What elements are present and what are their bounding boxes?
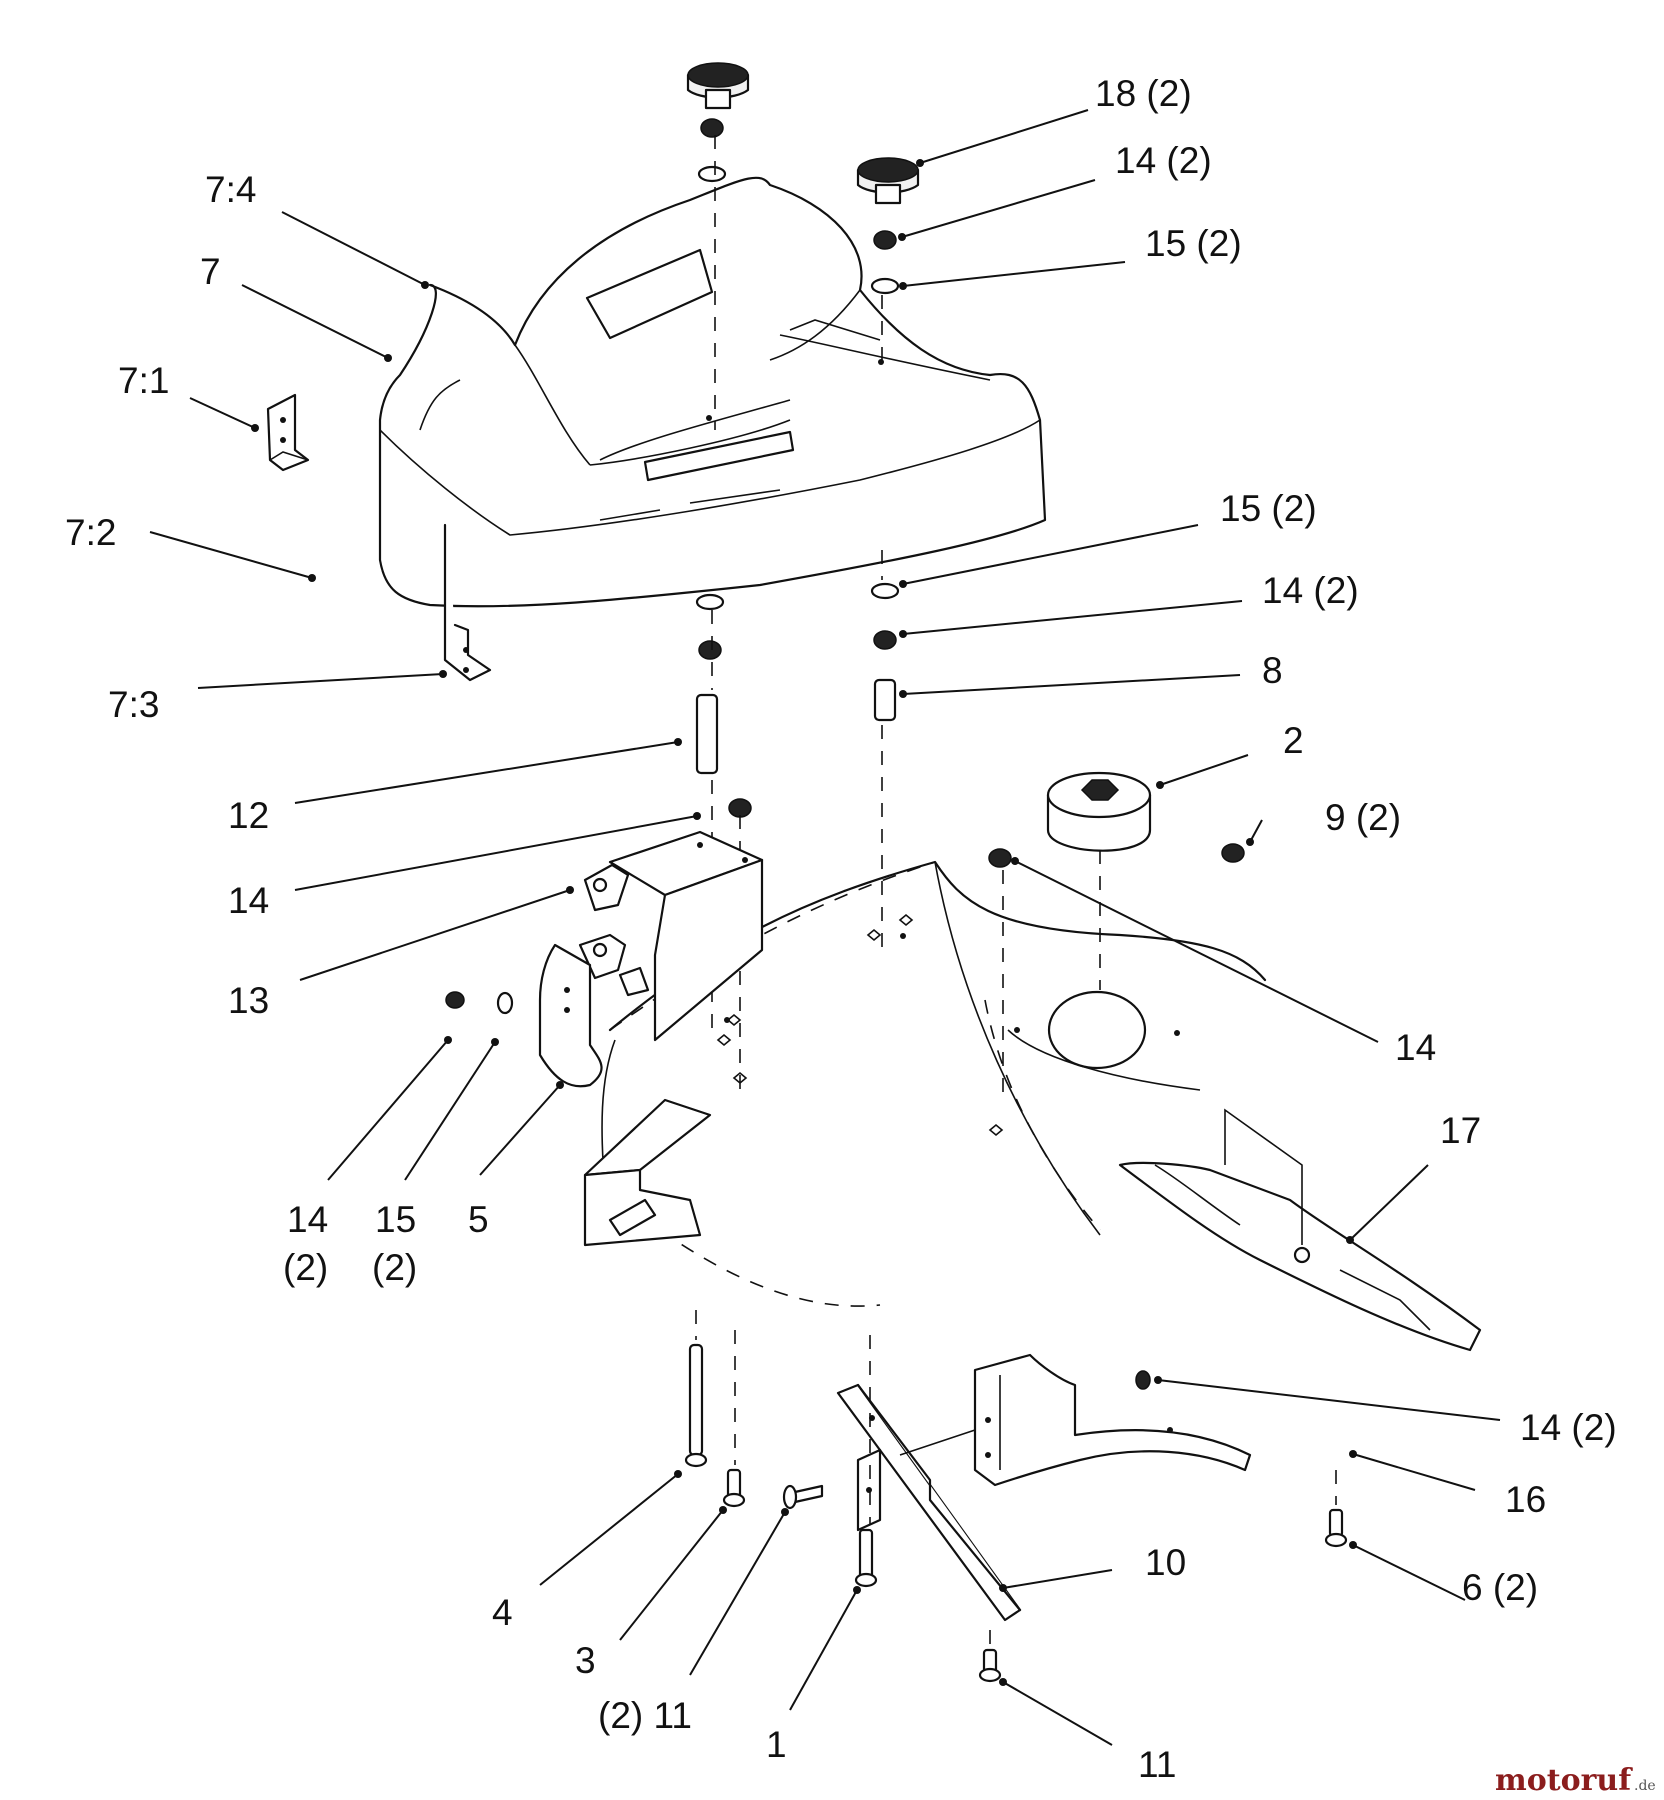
bolt-11-upper <box>782 1484 824 1510</box>
label-3: 3 <box>575 1640 596 1681</box>
bracket-7-3 <box>443 523 492 682</box>
label-7-3: 7:3 <box>108 684 159 725</box>
label-7-1: 7:1 <box>118 360 169 401</box>
label-18: 18 (2) <box>1095 73 1192 114</box>
label-2: 2 <box>1283 720 1304 761</box>
part-labels: 18 (2) 14 (2) 15 (2) 7:4 7 7:1 7:2 7:3 1… <box>65 73 1617 1785</box>
label-11-upper: (2) 11 <box>598 1695 692 1736</box>
nut-9 <box>1221 843 1245 863</box>
hardware-stack-left <box>695 118 752 818</box>
label-14-washer-num: 14 <box>287 1199 328 1240</box>
label-5: 5 <box>468 1199 489 1240</box>
nut-14-deck <box>988 848 1012 868</box>
label-11-lower: 11 <box>1138 1744 1176 1785</box>
label-15-mid: 15 (2) <box>1220 488 1317 529</box>
baffle-bar-10 <box>836 1383 1022 1622</box>
label-14-right: 14 <box>1395 1027 1436 1068</box>
label-16: 16 <box>1505 1479 1546 1520</box>
label-14-washer-qty: (2) <box>283 1247 328 1288</box>
washer-15-left <box>496 991 514 1015</box>
mower-blade-17 <box>1118 1108 1482 1352</box>
blade-adapter <box>1046 771 1152 852</box>
skirt-16 <box>973 1353 1252 1487</box>
label-6: 6 (2) <box>1462 1567 1538 1608</box>
label-9: 9 (2) <box>1325 797 1401 838</box>
top-cover <box>378 176 1047 608</box>
label-7: 7 <box>200 251 221 292</box>
label-13: 13 <box>228 980 269 1021</box>
nut-14-left <box>445 991 465 1009</box>
bolt-3 <box>722 1468 746 1508</box>
leader-lines <box>149 109 1501 1746</box>
bolt-1 <box>854 1528 878 1588</box>
watermark-logo: motoruf .de <box>1495 1763 1656 1798</box>
label-14-left: 14 <box>228 880 269 921</box>
label-17: 17 <box>1440 1110 1481 1151</box>
label-10: 10 <box>1145 1542 1186 1583</box>
bolt-6 <box>1324 1508 1348 1548</box>
hardware-stack-right <box>870 230 900 722</box>
bolt-4 <box>684 1343 708 1468</box>
label-7-4: 7:4 <box>205 169 256 210</box>
label-15-washer-qty: (2) <box>372 1247 417 1288</box>
label-12: 12 <box>228 795 269 836</box>
knob-left <box>686 62 750 110</box>
bracket-7-1 <box>266 393 310 472</box>
knob-right <box>856 157 920 205</box>
label-1: 1 <box>766 1724 787 1765</box>
label-4: 4 <box>492 1592 513 1633</box>
label-14-mid: 14 (2) <box>1262 570 1359 611</box>
watermark-tld: .de <box>1634 1778 1656 1794</box>
bolt-11-lower <box>978 1648 1002 1683</box>
chute-bracket-13 <box>578 830 764 1042</box>
discharge-guard <box>583 1098 712 1247</box>
label-14-lower: 14 (2) <box>1520 1407 1617 1448</box>
label-7-2: 7:2 <box>65 512 116 553</box>
label-8: 8 <box>1262 650 1283 691</box>
label-15-washer-num: 15 <box>375 1199 416 1240</box>
label-15-top: 15 (2) <box>1145 223 1242 264</box>
deflector-flap-5 <box>538 943 603 1088</box>
watermark-brand: motoruf <box>1495 1763 1633 1798</box>
label-14-top: 14 (2) <box>1115 140 1212 181</box>
